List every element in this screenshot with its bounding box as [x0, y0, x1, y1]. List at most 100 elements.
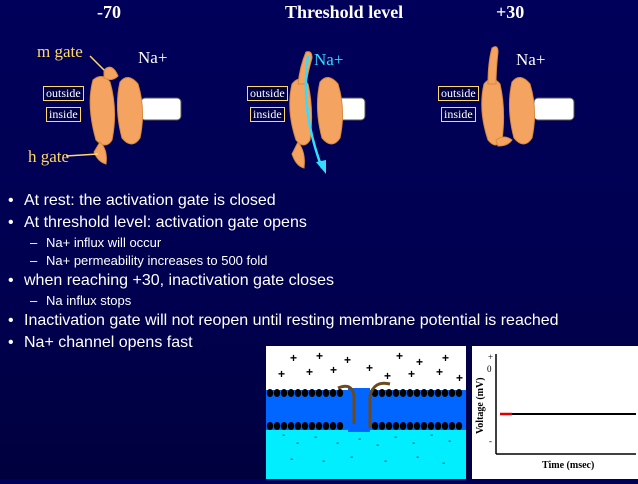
negative-charge: -	[376, 440, 379, 451]
lipid-head	[301, 422, 309, 430]
inside-label-2: inside	[250, 107, 285, 122]
positive-charge: +	[290, 351, 297, 365]
lipid-head	[441, 389, 449, 397]
na-label-peak: Na+	[516, 50, 546, 69]
lipid-head	[301, 389, 309, 397]
positive-charge: +	[442, 351, 449, 365]
membrane-illustration: ++++++++++++++ ----------------	[266, 346, 466, 479]
membrane-svg: ++++++++++++++ ----------------	[266, 349, 466, 479]
lipid-head	[448, 389, 456, 397]
negative-charge: -	[282, 430, 285, 441]
h-gate-closed	[495, 136, 513, 147]
m-gate-label: m gate	[37, 42, 83, 61]
lipid-head	[371, 422, 379, 430]
positive-charge: +	[436, 365, 443, 379]
h-gate-open	[93, 141, 107, 165]
lipid-head	[273, 389, 281, 397]
negative-charge: -	[416, 452, 419, 463]
voltage-graph: + 0 - Time (msec) Voltage (mV)	[472, 346, 638, 479]
bullet-5: Na+ channel opens fast	[6, 332, 636, 354]
lipid-head	[329, 422, 337, 430]
channel-box-3	[533, 97, 575, 121]
m-gate-pointer	[89, 55, 105, 71]
lipid-head	[308, 389, 316, 397]
negative-charge: -	[314, 432, 317, 443]
negative-charge: -	[336, 438, 339, 449]
sub-bullet-2: Na+ permeability increases to 500 fold	[6, 252, 636, 270]
negative-charge: -	[350, 452, 353, 463]
bullet-3: when reaching +30, inactivation gate clo…	[6, 270, 636, 292]
lipid-head	[322, 389, 330, 397]
x-axis-label: Time (msec)	[542, 460, 594, 471]
positive-charge: +	[316, 349, 323, 363]
y-axis-label: Voltage (mV)	[475, 377, 486, 434]
positive-charge: +	[416, 355, 423, 369]
positive-charge: +	[278, 367, 285, 381]
negative-charge: -	[384, 456, 387, 467]
lipid-head	[329, 389, 337, 397]
tick-plus: +	[488, 352, 493, 362]
outside-label-2: outside	[247, 86, 288, 101]
lipid-head	[336, 389, 344, 397]
threshold-header: Threshold level	[285, 2, 404, 22]
channel-resting	[65, 55, 182, 165]
na-label-resting: Na+	[138, 48, 168, 67]
outside-label-3: outside	[438, 86, 479, 101]
lipid-head	[434, 389, 442, 397]
channel-wall-left	[337, 384, 356, 424]
channel-right-subunit-2	[316, 77, 344, 145]
lipid-head	[266, 389, 274, 397]
h-gate-open-2	[291, 141, 305, 169]
lipid-heads-bottom	[266, 422, 463, 430]
positive-charge: +	[366, 361, 373, 375]
sub-bullet-1: Na+ influx will occur	[6, 234, 636, 252]
lipid-head	[385, 422, 393, 430]
lipid-head	[413, 422, 421, 430]
positive-charge: +	[344, 353, 351, 367]
m-gate-closed	[103, 66, 119, 81]
lipid-head	[420, 422, 428, 430]
lipid-head	[315, 389, 323, 397]
negative-charge: -	[448, 436, 451, 447]
positive-charge: +	[396, 349, 403, 363]
lipid-head	[294, 422, 302, 430]
extracellular-charges: ++++++++++++++	[278, 349, 463, 385]
lipid-head	[455, 389, 463, 397]
positive-charge: +	[384, 369, 391, 383]
lipid-head	[378, 422, 386, 430]
positive-charge: +	[306, 365, 313, 379]
lipid-head	[392, 422, 400, 430]
lipid-head	[448, 422, 456, 430]
lipid-head	[385, 389, 393, 397]
intracellular-charges: ----------------	[282, 430, 451, 469]
lipid-head	[273, 422, 281, 430]
lipid-head	[287, 422, 295, 430]
lipid-head	[392, 389, 400, 397]
channel-left-subunit-1	[89, 76, 116, 146]
negative-charge: -	[412, 438, 415, 449]
negative-charge: -	[296, 438, 299, 449]
lipid-head	[308, 422, 316, 430]
inside-label-1: inside	[46, 107, 81, 122]
lipid-head	[294, 389, 302, 397]
lipid-head	[287, 389, 295, 397]
voltage-graph-svg: + 0 - Time (msec) Voltage (mV)	[475, 352, 636, 471]
lipid-head	[455, 422, 463, 430]
h-gate-label: h gate	[28, 147, 70, 166]
lipid-head	[399, 422, 407, 430]
lipid-head	[420, 389, 428, 397]
channel-peak	[481, 46, 575, 147]
peak-potential-header: +30	[496, 2, 525, 22]
channel-wall-right	[368, 381, 391, 428]
sodium-channel-diagrams	[65, 46, 575, 174]
tick-minus: -	[489, 436, 492, 446]
lipid-head	[315, 422, 323, 430]
negative-charge: -	[290, 454, 293, 465]
sub-bullet-3: Na influx stops	[6, 292, 636, 310]
negative-charge: -	[430, 430, 433, 441]
lipid-head	[427, 389, 435, 397]
channel-pore	[348, 388, 370, 432]
tick-zero: 0	[487, 364, 492, 374]
lipid-head	[406, 422, 414, 430]
lipid-head	[441, 422, 449, 430]
